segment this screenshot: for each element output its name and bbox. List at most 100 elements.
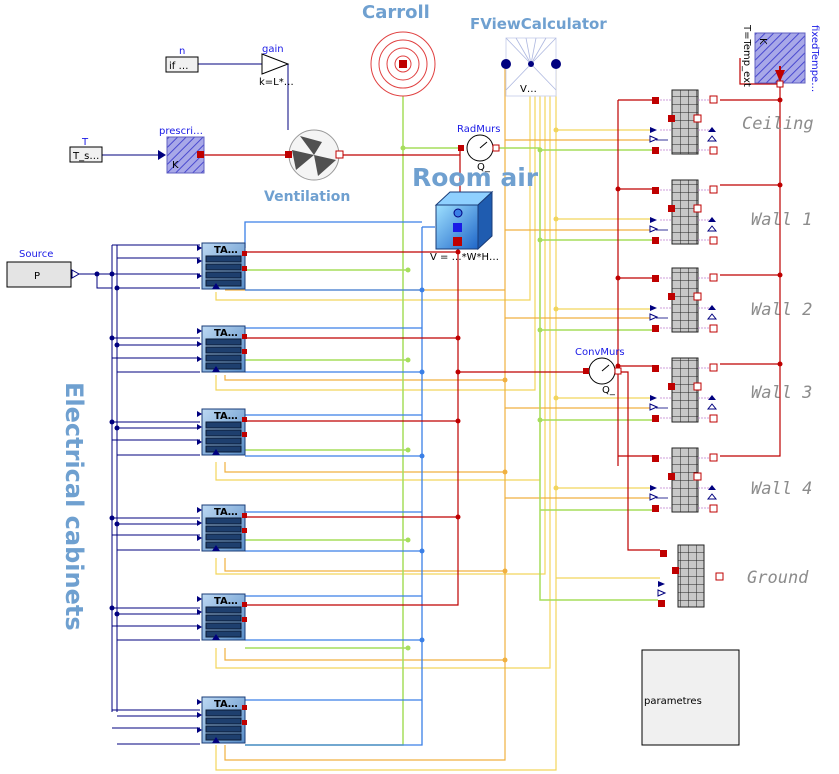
room-air-volume[interactable]: V = …*W*H… — [430, 190, 499, 263]
prescri-label: prescri… — [159, 126, 203, 137]
cabinet-label: TA… — [214, 328, 238, 339]
cabinet-layer: TA… TA… TA… TA… TA… TA… — [197, 242, 247, 744]
junction-dot — [553, 216, 559, 222]
carroll-title: Carroll — [362, 2, 430, 23]
junction-dot — [419, 548, 425, 554]
fixedtemp-value: T=Temp_ext — [741, 24, 752, 87]
junction-dot — [109, 515, 115, 521]
junction-dot — [777, 361, 783, 367]
junction-dot — [553, 127, 559, 133]
electrical-cabinet[interactable]: TA… — [197, 696, 247, 744]
junction-dot — [777, 97, 783, 103]
junction-dot — [537, 417, 543, 423]
junction-dot — [455, 369, 461, 375]
fixedtemp-unit: K — [757, 38, 768, 45]
junction-dot — [615, 363, 621, 369]
carroll-node[interactable] — [370, 31, 436, 97]
radmurs-value: Q_ — [477, 162, 491, 173]
junction-dot — [114, 521, 120, 527]
radmurs-sensor[interactable]: RadMurs Q_ — [457, 124, 501, 173]
radmurs-label: RadMurs — [457, 124, 501, 135]
room-air-title: Room air — [412, 163, 539, 192]
junction-dot — [537, 147, 543, 153]
convmurs-label: ConvMurs — [575, 347, 625, 358]
wall-component[interactable] — [649, 267, 718, 333]
n-block[interactable]: n if … — [165, 46, 199, 73]
junction-dot — [502, 469, 508, 475]
cabinet-label: TA… — [214, 411, 238, 422]
prescri-block[interactable]: prescri… K — [158, 126, 205, 174]
electrical-cabinet[interactable]: TA… — [197, 593, 247, 641]
wall-component[interactable] — [649, 179, 718, 245]
gain-value: k=L*… — [259, 77, 294, 88]
wall-label-ceiling: Ceiling — [742, 114, 814, 134]
junction-dot — [109, 605, 115, 611]
electrical-cabinet[interactable]: TA… — [197, 325, 247, 373]
junction-dot — [419, 369, 425, 375]
source-label: Source — [19, 249, 53, 260]
ground-component[interactable] — [657, 544, 724, 608]
source-value: P — [34, 271, 40, 282]
wall-label-wall-2: Wall 2 — [751, 300, 812, 320]
prescri-unit: K — [172, 160, 179, 171]
junction-dot — [405, 447, 411, 453]
junction-dot — [114, 285, 120, 291]
junction-dot — [502, 657, 508, 663]
junction-dot — [615, 275, 621, 281]
room-value: V = …*W*H… — [430, 252, 499, 263]
junction-dot — [400, 145, 406, 151]
junction-dot — [553, 485, 559, 491]
wall-component[interactable] — [649, 447, 718, 513]
junction-dot — [405, 357, 411, 363]
fixed-temperature[interactable]: fixedTempe… T=Temp_ext K — [741, 24, 820, 92]
junction-dot — [502, 377, 508, 383]
gain-label: gain — [262, 44, 284, 55]
t-block[interactable]: T T_s… — [69, 137, 103, 163]
junction-dot — [502, 568, 508, 574]
electrical-cabinets-title: Electrical cabinets — [60, 382, 88, 631]
cabinet-label: TA… — [214, 507, 238, 518]
junction-dot — [109, 271, 115, 277]
junction-dot — [615, 186, 621, 192]
gain-block[interactable]: gain k=L*… — [259, 44, 294, 88]
convmurs-value: Q_ — [602, 385, 616, 396]
junction-dot — [455, 249, 461, 255]
source-block[interactable]: Source P — [6, 249, 81, 288]
junction-dot — [777, 182, 783, 188]
junction-dot — [114, 342, 120, 348]
wall-layer — [649, 89, 724, 608]
fview-value: V… — [520, 84, 537, 95]
t-value: T_s… — [72, 151, 99, 162]
n-label: n — [179, 46, 185, 57]
fview-calculator[interactable]: V… — [501, 37, 561, 97]
convmurs-sensor[interactable]: ConvMurs Q_ — [575, 347, 625, 396]
junction-dot — [419, 637, 425, 643]
parametres-block[interactable]: parametres — [641, 649, 740, 746]
junction-dot — [553, 306, 559, 312]
wall-label-ground: Ground — [747, 568, 809, 588]
electrical-cabinet[interactable]: TA… — [197, 408, 247, 456]
junction-dot — [114, 425, 120, 431]
junction-dot — [419, 453, 425, 459]
ventilation-fan[interactable] — [285, 129, 344, 181]
cabinet-label: TA… — [214, 596, 238, 607]
junction-dot — [455, 514, 461, 520]
junction-dot — [455, 335, 461, 341]
junction-dot — [109, 335, 115, 341]
wall-label-wall-1: Wall 1 — [751, 210, 812, 230]
electrical-cabinet[interactable]: TA… — [197, 242, 247, 290]
n-value: if … — [169, 61, 188, 72]
fixedtemp-label: fixedTempe… — [809, 25, 820, 92]
junction-dot — [419, 287, 425, 293]
junction-dot — [109, 419, 115, 425]
electrical-cabinet[interactable]: TA… — [197, 504, 247, 552]
wall-component[interactable] — [649, 357, 718, 423]
wall-component[interactable] — [649, 89, 718, 155]
junction-dot — [405, 645, 411, 651]
ventilation-title: Ventilation — [264, 189, 350, 205]
cabinet-label: TA… — [214, 245, 238, 256]
junction-dot — [455, 418, 461, 424]
fview-title: FViewCalculator — [470, 15, 607, 33]
junction-dot — [777, 272, 783, 278]
